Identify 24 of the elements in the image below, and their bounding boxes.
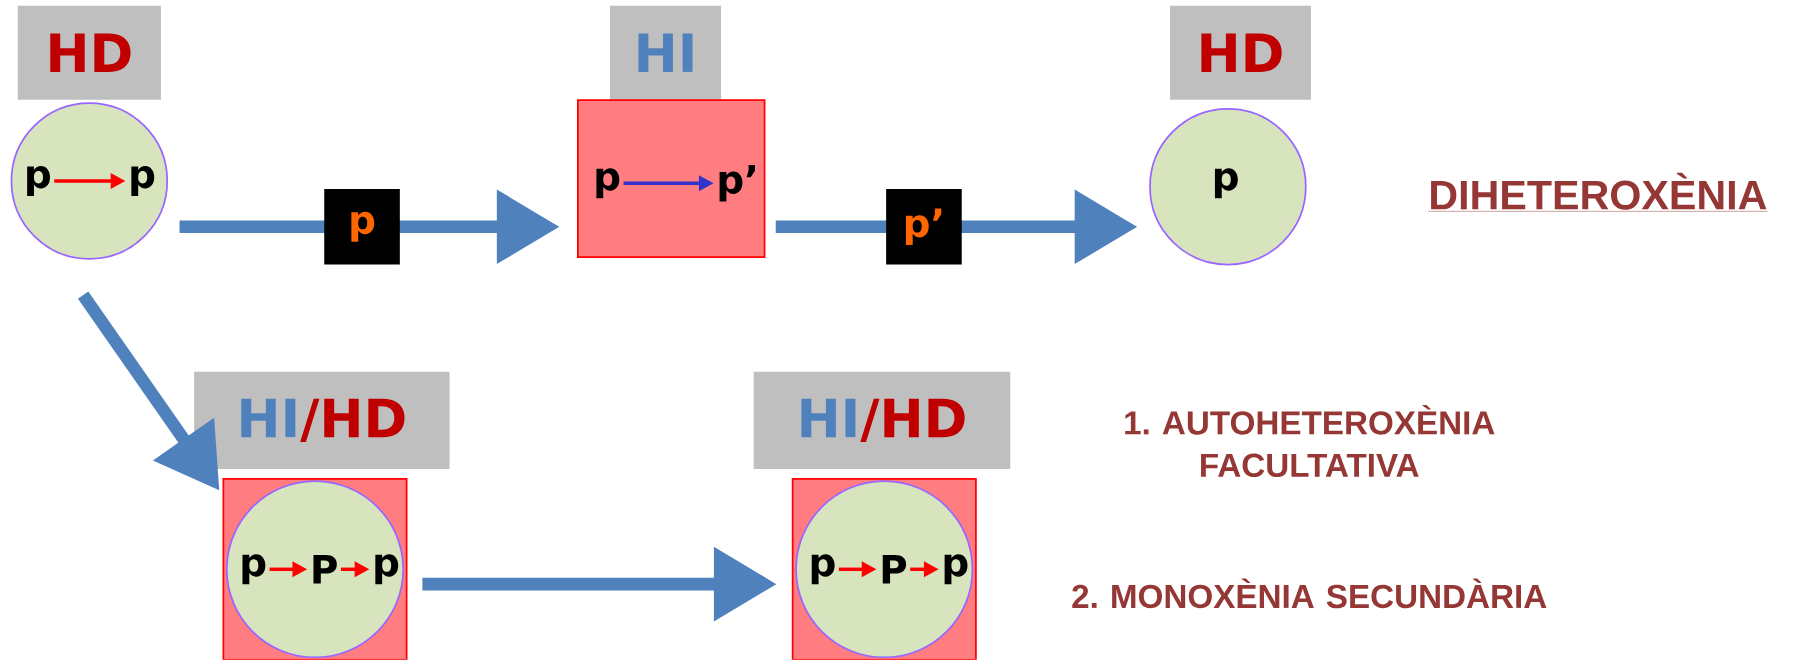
parasite-letter: p	[375, 554, 399, 585]
parasite-tag: p	[324, 189, 400, 265]
parasite-letter: p	[811, 554, 835, 585]
host-label: HI/HD	[753, 371, 1011, 470]
note-text: 2. MONOXÈNIA SECUNDÀRIA	[1072, 578, 1547, 609]
parasite-letter: p	[27, 166, 50, 197]
host-circle	[10, 102, 169, 260]
host-label: HD	[17, 5, 161, 100]
parasite-letter: p’	[719, 165, 755, 202]
host-square	[577, 99, 766, 259]
host-circle	[1149, 108, 1307, 266]
host-label: HD	[1170, 5, 1311, 100]
parasite-letter: p	[131, 166, 155, 197]
parasite-letter: p	[944, 554, 968, 585]
parasite-letter: P	[882, 555, 907, 584]
host-label: HI/HD	[194, 371, 450, 470]
parasite-letter: p	[242, 554, 266, 585]
parasite-letter: p	[1214, 168, 1238, 199]
host-label: HI	[609, 5, 722, 100]
heading-text: DIHETEROXÈNIA	[1428, 172, 1768, 212]
parasite-tag: p’	[886, 189, 962, 265]
parasite-letter: P	[313, 555, 337, 584]
note-text: 1. AUTOHETEROXÈNIA FACULTATIVA	[1125, 405, 1495, 478]
parasite-letter: p	[596, 168, 620, 199]
